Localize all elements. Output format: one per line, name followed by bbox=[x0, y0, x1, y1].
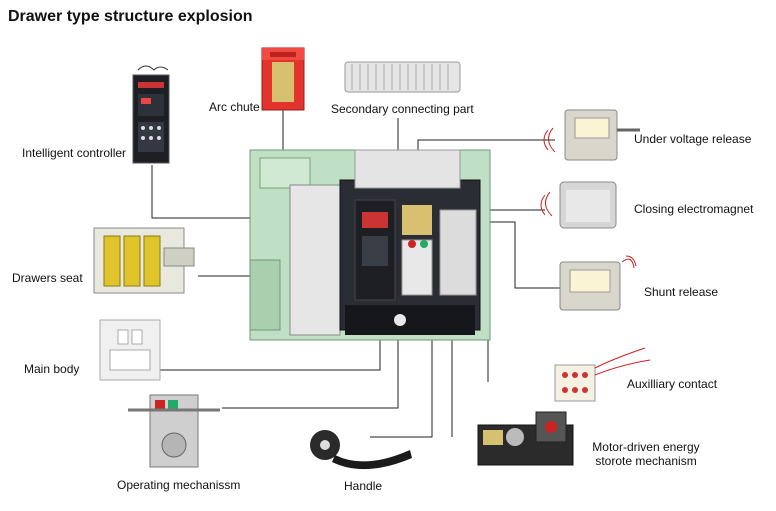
operating-mechanism-unit bbox=[128, 394, 220, 468]
label-shunt-release: Shunt release bbox=[644, 285, 719, 299]
label-motor-driven-line1: Motor-driven energy bbox=[592, 440, 700, 454]
handle-unit bbox=[310, 430, 412, 470]
under-voltage-release-unit bbox=[543, 109, 640, 161]
label-operating-mechanism: Operating mechanissm bbox=[117, 478, 241, 492]
arc-chute-unit bbox=[261, 47, 305, 111]
drawers-seat-unit bbox=[93, 227, 195, 294]
auxiliary-contact-unit bbox=[554, 347, 651, 402]
main-body-panel-unit bbox=[99, 319, 161, 381]
label-secondary-connecting-part: Secondary connecting part bbox=[331, 102, 474, 116]
motor-driven-mechanism-unit bbox=[477, 411, 574, 466]
label-arc-chute: Arc chute bbox=[209, 100, 260, 114]
page-title: Drawer type structure explosion bbox=[8, 8, 253, 25]
label-intelligent-controller: Intelligent controller bbox=[22, 146, 127, 160]
shunt-release-unit bbox=[559, 255, 637, 311]
leader-handle bbox=[370, 335, 433, 438]
label-auxiliary-contact: Auxilliary contact bbox=[627, 377, 718, 391]
label-closing-electromagnet: Closing electromagnet bbox=[634, 202, 754, 216]
leader-main-body bbox=[115, 335, 381, 371]
leader-operating-mechanism bbox=[222, 335, 399, 409]
label-main-body: Main body bbox=[24, 362, 80, 376]
label-handle: Handle bbox=[344, 479, 383, 493]
central-breaker-assembly bbox=[249, 149, 491, 341]
secondary-connecting-part-unit bbox=[344, 61, 461, 93]
intelligent-controller-unit bbox=[132, 65, 170, 164]
label-motor-driven-line2: storote mechanism bbox=[595, 454, 697, 468]
closing-electromagnet-unit bbox=[540, 181, 617, 229]
label-drawers-seat: Drawers seat bbox=[12, 271, 83, 285]
leader-shunt-release bbox=[478, 221, 560, 289]
label-under-voltage-release: Under voltage release bbox=[634, 132, 752, 146]
label-motor-driven-mechanism: Motor-driven energy storote mechanism bbox=[586, 440, 706, 468]
